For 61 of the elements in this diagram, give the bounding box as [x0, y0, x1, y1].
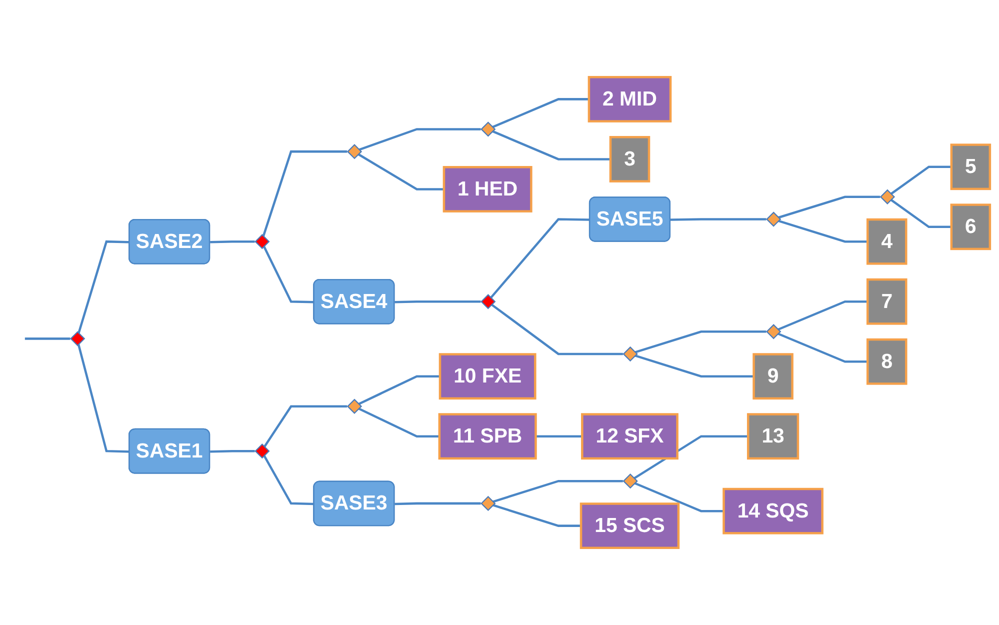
node-diamond: [880, 189, 896, 204]
node-box: 13: [746, 413, 800, 460]
connector: [358, 153, 444, 190]
connector: [394, 502, 481, 506]
connector: [778, 196, 880, 219]
node-diamond: [254, 443, 270, 459]
node-diamond: [480, 294, 496, 310]
node-box: 11 SPB: [438, 413, 537, 460]
connector: [24, 338, 70, 340]
connector: [492, 480, 623, 503]
node-box: 15 SCS: [580, 502, 680, 550]
node-box: 7: [866, 278, 908, 325]
connector: [490, 218, 590, 299]
node-diamond: [622, 473, 638, 489]
node-box: 10 FXE: [438, 353, 536, 400]
connector: [890, 198, 952, 228]
node-box: 9: [752, 353, 794, 400]
connector: [78, 240, 130, 334]
node-diamond: [766, 212, 782, 227]
connector: [777, 300, 868, 331]
node-diamond: [622, 346, 638, 362]
node-box: 6: [950, 204, 992, 250]
connector: [490, 304, 623, 356]
node-box: 12 SFX: [581, 413, 678, 460]
connector: [358, 375, 440, 406]
connector: [358, 408, 440, 438]
connector: [358, 128, 481, 151]
connector: [536, 435, 582, 438]
connector: [492, 130, 610, 160]
connector: [210, 240, 255, 244]
connector: [262, 150, 348, 237]
node-diamond: [70, 331, 86, 346]
connector: [262, 246, 314, 304]
connector: [634, 354, 754, 378]
node-diamond: [480, 496, 496, 512]
node-box: 8: [866, 338, 908, 385]
node-box: 5: [950, 144, 992, 190]
node-diamond: [480, 122, 496, 137]
node-box: 2 MID: [588, 76, 672, 122]
connector: [263, 405, 348, 448]
node-box: 1 HED: [442, 166, 532, 212]
node-diamond: [766, 324, 782, 340]
connector: [778, 220, 868, 243]
connector: [634, 482, 724, 512]
connector: [634, 330, 766, 354]
node-box: 4: [866, 218, 908, 265]
node-diamond: [346, 144, 362, 160]
connector: [210, 450, 255, 453]
node-diamond: [254, 234, 270, 250]
connector: [263, 454, 314, 506]
connector: [492, 98, 589, 128]
node-box: 3: [609, 136, 650, 182]
connector: [777, 332, 868, 363]
node-box: 14 SQS: [722, 488, 824, 534]
connector: [670, 218, 766, 221]
connector: [890, 166, 952, 195]
connector: [394, 300, 481, 304]
connector: [77, 344, 130, 453]
connector: [633, 435, 748, 480]
node-diamond: [346, 398, 362, 414]
connector: [492, 504, 582, 527]
